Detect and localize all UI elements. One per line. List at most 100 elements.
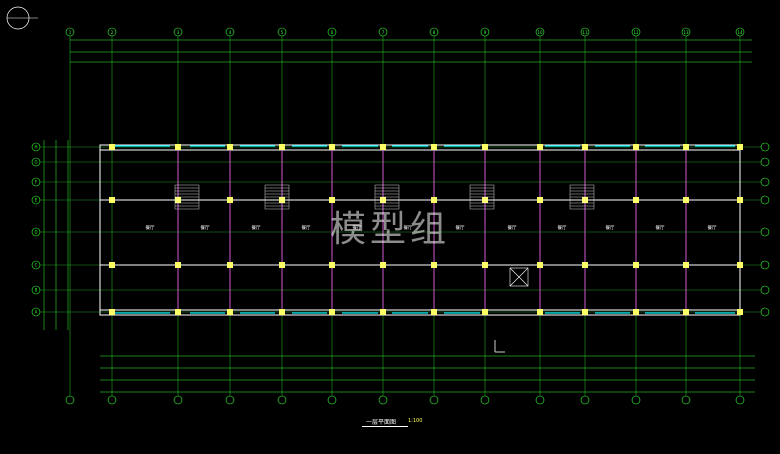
axis-label: 13	[683, 30, 689, 35]
column	[227, 144, 233, 150]
axis-label: 8	[433, 30, 436, 35]
column	[431, 309, 437, 315]
room-label: 餐厅	[404, 224, 413, 231]
column	[329, 262, 335, 268]
column	[633, 309, 639, 315]
column	[683, 144, 689, 150]
axis-label: 11	[582, 30, 588, 35]
axis-bubble	[760, 260, 770, 270]
axis-bubble	[760, 195, 770, 205]
axis-bubble	[760, 177, 770, 187]
column	[633, 197, 639, 203]
axis-label: 4	[229, 30, 232, 35]
axis-bubble	[31, 177, 41, 187]
axis-bubble	[225, 395, 235, 405]
elevator-core	[509, 267, 529, 287]
room-label: 餐厅	[353, 224, 362, 231]
interior-partitions	[177, 150, 687, 310]
room-label: 餐厅	[708, 224, 717, 231]
axis-bubble	[31, 227, 41, 237]
column	[380, 144, 386, 150]
axis-bubble	[31, 142, 41, 152]
axis-bubble	[631, 395, 641, 405]
axis-bubble	[31, 285, 41, 295]
axis-bubble	[107, 27, 117, 37]
axis-bubble	[31, 307, 41, 317]
column	[482, 309, 488, 315]
room-label: 餐厅	[146, 224, 155, 231]
column	[683, 197, 689, 203]
axis-bubble	[535, 27, 545, 37]
axis-bubble	[681, 395, 691, 405]
axis-label: 12	[633, 30, 639, 35]
room-label: 餐厅	[201, 224, 210, 231]
axis-bubble	[31, 195, 41, 205]
stair-blocks	[174, 184, 595, 210]
axis-label: E	[35, 198, 38, 203]
axis-bubble	[277, 395, 287, 405]
column	[380, 262, 386, 268]
axis-bubble	[580, 395, 590, 405]
axis-label: 1	[69, 30, 72, 35]
column	[109, 144, 115, 150]
axis-label: D	[34, 230, 37, 235]
column	[380, 309, 386, 315]
column	[279, 262, 285, 268]
column	[109, 262, 115, 268]
column	[537, 309, 543, 315]
axis-label: 2	[111, 30, 114, 35]
column	[537, 262, 543, 268]
axis-bubble	[65, 27, 75, 37]
axis-bubble	[277, 27, 287, 37]
column	[737, 197, 743, 203]
axis-bubble	[65, 395, 75, 405]
axis-bubble	[327, 395, 337, 405]
column	[482, 262, 488, 268]
column	[329, 309, 335, 315]
column	[633, 144, 639, 150]
room-labels: 餐厅餐厅餐厅餐厅餐厅餐厅餐厅餐厅餐厅餐厅餐厅餐厅	[146, 224, 717, 231]
left-dimension-chains	[43, 140, 69, 330]
axis-bubble	[580, 27, 590, 37]
column	[329, 144, 335, 150]
axis-label: 14	[737, 30, 743, 35]
window-lines	[110, 145, 735, 314]
axis-label: 7	[382, 30, 385, 35]
axis-bubble	[681, 27, 691, 37]
axis-label: B	[35, 288, 38, 293]
axis-bubble	[173, 27, 183, 37]
column	[537, 197, 543, 203]
top-dimension-chains	[70, 39, 752, 63]
axis-label: H	[34, 145, 37, 150]
axis-bubble	[735, 27, 745, 37]
room-label: 餐厅	[456, 224, 465, 231]
axis-label: 10	[537, 30, 543, 35]
column	[279, 144, 285, 150]
column	[279, 309, 285, 315]
column	[431, 144, 437, 150]
column	[582, 144, 588, 150]
room-label: 餐厅	[302, 224, 311, 231]
column	[582, 262, 588, 268]
title-underline	[362, 426, 408, 427]
column	[227, 309, 233, 315]
axis-bubble	[480, 27, 490, 37]
column	[737, 262, 743, 268]
room-label: 餐厅	[252, 224, 261, 231]
axis-bubble	[31, 157, 41, 167]
axis-bubble	[760, 157, 770, 167]
column	[737, 309, 743, 315]
axis-bubble	[225, 27, 235, 37]
drawing-scale: 1:100	[408, 418, 423, 424]
room-label: 餐厅	[558, 224, 567, 231]
column	[109, 197, 115, 203]
axis-label: 9	[484, 30, 487, 35]
axis-label: 5	[281, 30, 284, 35]
room-label: 餐厅	[656, 224, 665, 231]
room-label: 餐厅	[606, 224, 615, 231]
axis-label: 6	[331, 30, 334, 35]
compass-icon	[6, 6, 38, 30]
column	[683, 262, 689, 268]
